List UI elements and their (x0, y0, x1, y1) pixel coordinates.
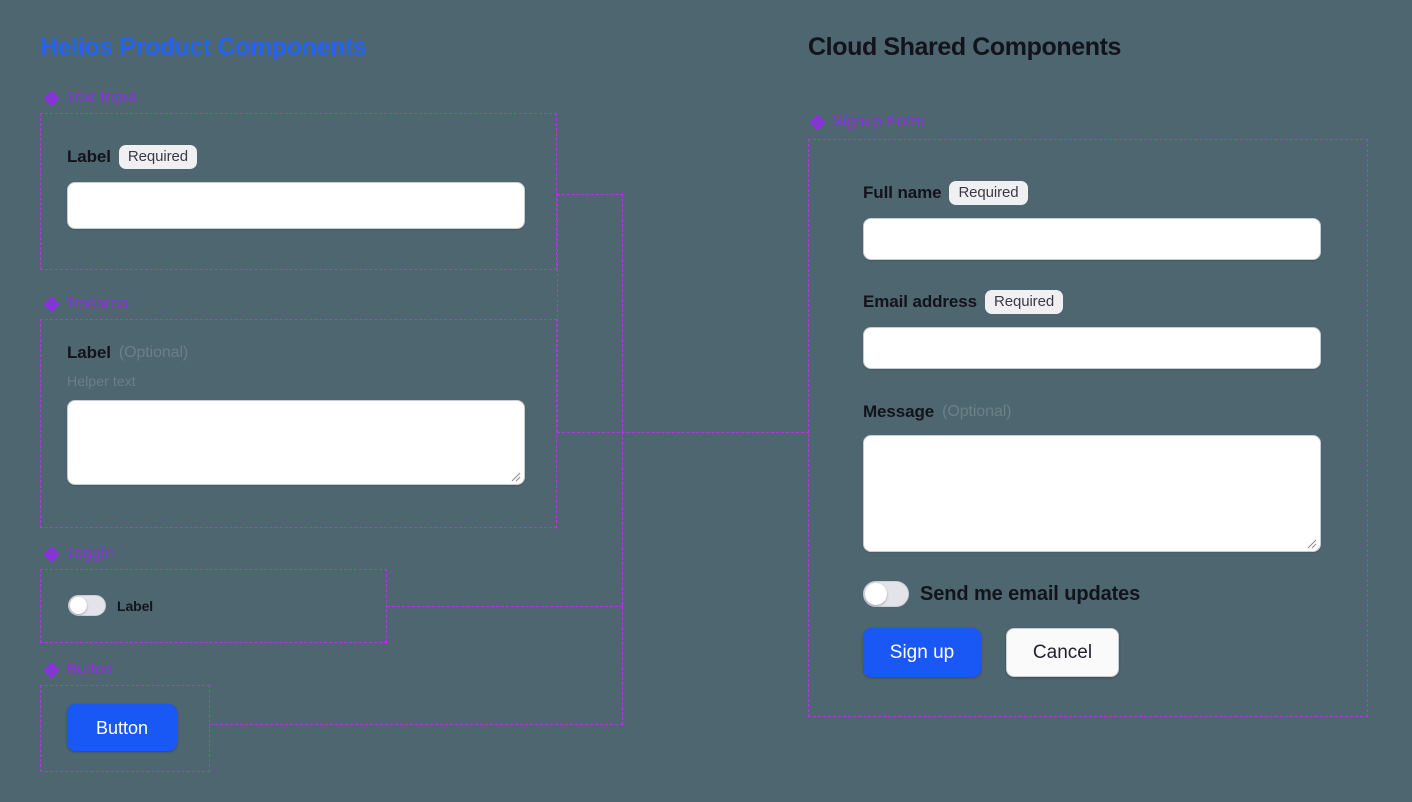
toggle-label: Label (117, 597, 154, 614)
full-name-label: Full name (863, 183, 942, 202)
component-label-signup-form: Signup Form (810, 113, 925, 131)
component-diamond-icon (44, 296, 59, 312)
full-name-input[interactable] (863, 218, 1321, 260)
email-input[interactable] (863, 327, 1321, 369)
text-input-field[interactable] (67, 182, 525, 229)
component-label-button: Button (44, 661, 113, 679)
component-label-toggle: Toggle (44, 545, 114, 563)
textarea-field[interactable] (67, 400, 525, 485)
text-input-component: Label Required (67, 145, 525, 229)
email-label-row: Email address Required (863, 290, 1321, 314)
connector-toggle-h (387, 606, 623, 607)
email-required-badge: Required (984, 290, 1064, 314)
text-input-label: Label (67, 147, 111, 166)
frame-signup-form (808, 139, 1368, 717)
text-input-label-row: Label Required (67, 145, 525, 169)
component-diamond-icon (44, 546, 59, 562)
textarea-label-row: Label (Optional) (67, 343, 525, 363)
right-board-title: Cloud Shared Components (808, 33, 1122, 61)
signup-field-message: Message (Optional) (863, 402, 1321, 552)
sign-up-button[interactable]: Sign up (863, 628, 981, 677)
message-wrapper (863, 435, 1321, 552)
signup-field-full-name: Full name Required (863, 181, 1321, 260)
message-textarea[interactable] (863, 435, 1321, 552)
full-name-required-badge: Required (949, 181, 1028, 205)
signup-email-updates-row: Send me email updates (863, 581, 1140, 607)
message-label-row: Message (Optional) (863, 402, 1321, 422)
message-label: Message (863, 402, 935, 421)
demo-button[interactable]: Button (67, 704, 177, 751)
textarea-optional-tag: (Optional) (118, 344, 189, 361)
frame-toggle (40, 569, 387, 643)
component-label-text: Toggle (66, 545, 114, 562)
connector-text-input-v (622, 194, 623, 432)
toggle-knob (865, 583, 887, 605)
email-label: Email address (863, 292, 977, 311)
component-label-text: Text Input (66, 89, 137, 106)
email-updates-toggle[interactable] (863, 581, 909, 607)
full-name-label-row: Full name Required (863, 181, 1321, 205)
frame-button (40, 685, 210, 772)
frame-textarea (40, 319, 557, 528)
signup-field-email: Email address Required (863, 290, 1321, 369)
connector-text-input-h1 (557, 194, 623, 195)
textarea-wrapper (67, 400, 525, 485)
connector-button-h (210, 724, 623, 725)
component-label-text: Textarea (66, 295, 129, 312)
toggle-switch[interactable] (68, 595, 106, 616)
component-diamond-icon (44, 662, 59, 678)
cancel-button[interactable]: Cancel (1006, 628, 1119, 677)
text-input-required-badge: Required (118, 145, 197, 169)
connector-textarea-v (557, 194, 558, 432)
email-updates-label: Send me email updates (920, 582, 1141, 605)
connector-textarea-h (557, 432, 809, 433)
component-diamond-icon (44, 90, 59, 106)
component-label-textarea: Textarea (44, 295, 128, 313)
component-label-text-input: Text Input (44, 89, 136, 107)
frame-text-input (40, 113, 557, 270)
toggle-component: Label (68, 595, 153, 616)
toggle-knob (70, 597, 87, 614)
textarea-component: Label (Optional) Helper text (67, 343, 525, 485)
component-label-text: Button (66, 661, 113, 678)
component-label-text: Signup Form (832, 113, 925, 130)
connector-button-v (622, 432, 623, 725)
message-optional-tag: (Optional) (942, 403, 1012, 420)
component-diamond-icon (810, 114, 825, 130)
textarea-helper-text: Helper text (67, 373, 136, 389)
left-board-title: Helios Product Components (40, 33, 367, 61)
textarea-label: Label (67, 343, 111, 362)
